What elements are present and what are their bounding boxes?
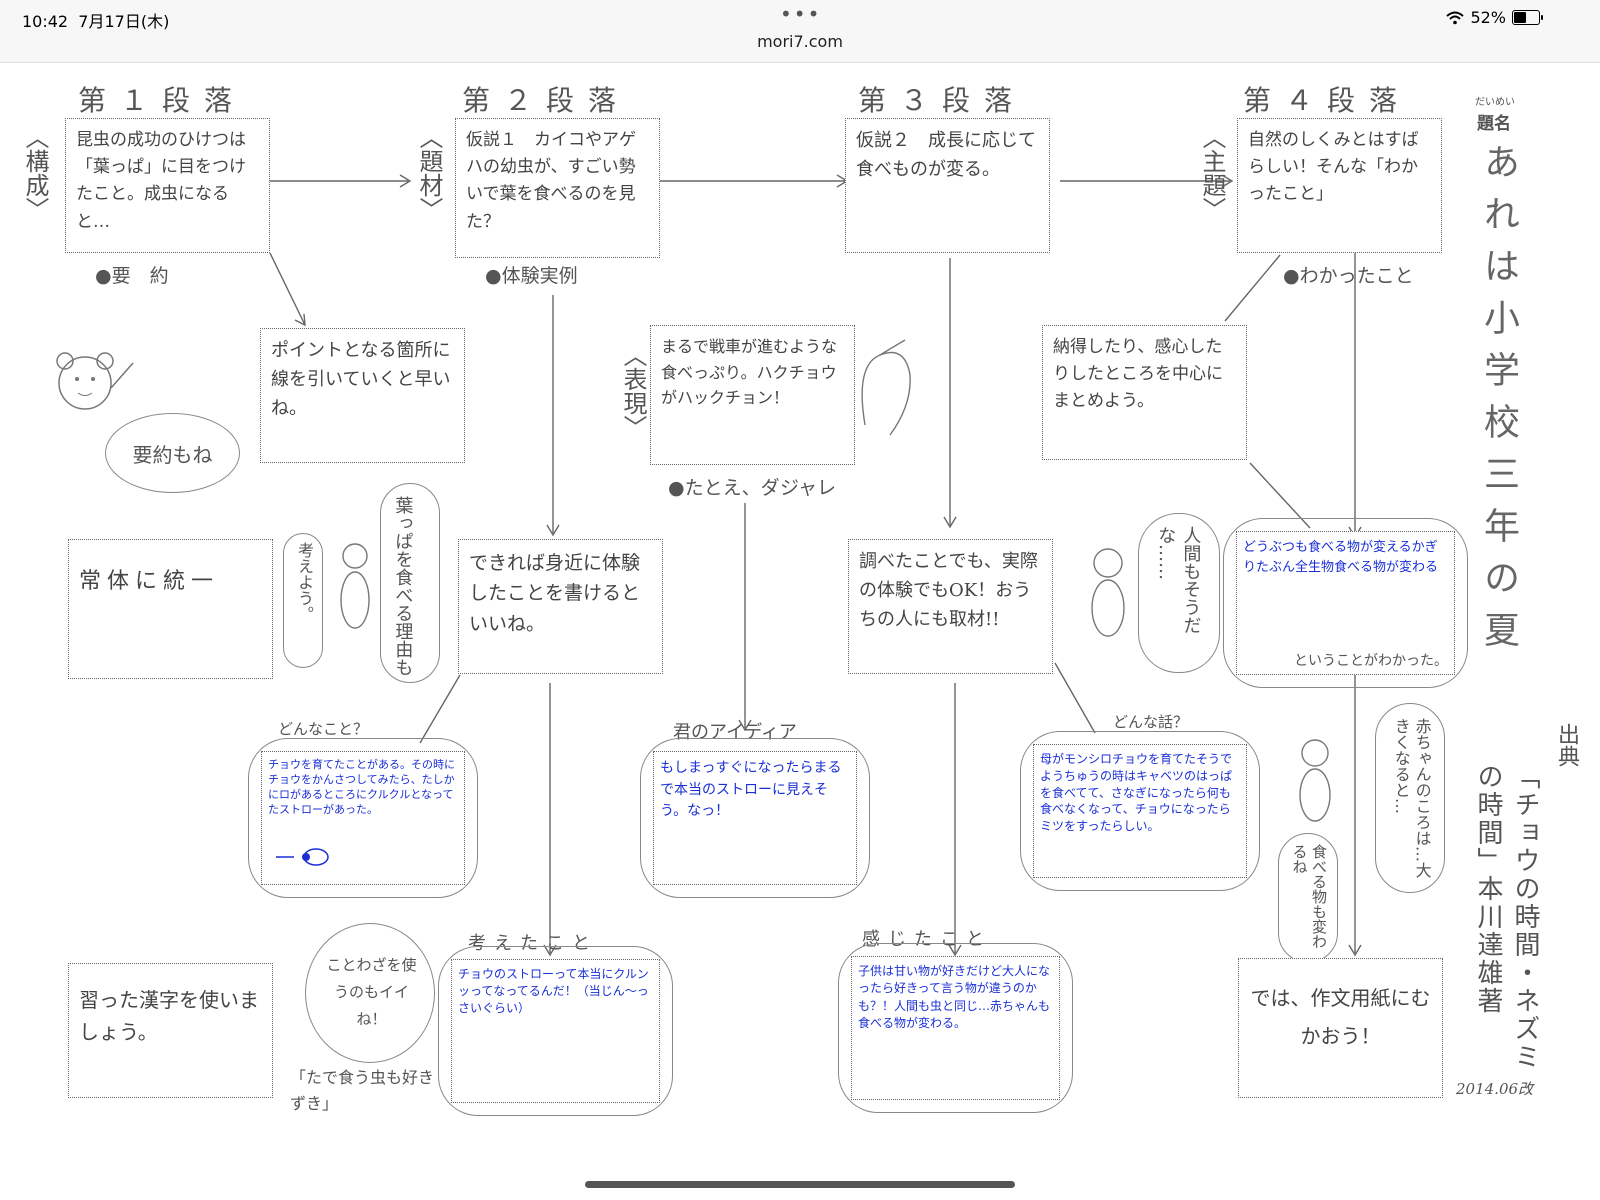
box-paragraph-4: 自然のしくみとはすばらしい！そんな「わかったこと」 <box>1237 118 1442 253</box>
status-right: 52% <box>1446 8 1543 27</box>
heading-paragraph-3: 第３段落 <box>858 84 1027 117</box>
answer-2: もしまっすぐになったらまるで本当のストローに見えそう。なっ！ <box>660 760 842 820</box>
bear-icon <box>56 352 134 410</box>
worksheet-page: 第１段落 第２段落 第３段落 第４段落 〈構成〉 〈題材〉 〈表現〉 〈主題〉 … <box>0 63 1600 1200</box>
answer-cloud-6: どうぶつも食べる物が変えるかぎりたぶん全生物食べる物が変わる ということがわかっ… <box>1223 518 1468 688</box>
box-paragraph-1: 昆虫の成功のひけつは「葉っぱ」に目をつけたこと。成虫になると… <box>65 118 270 253</box>
title-label: 題名 <box>1477 114 1511 134</box>
connector-lines <box>269 174 1362 957</box>
speech-kotowaza: ことわざを使うのもイイね！ <box>305 923 435 1063</box>
butterfly-icon <box>276 848 329 866</box>
bird-icon <box>861 339 911 436</box>
source-label: 出典 <box>1554 723 1579 767</box>
answer-box-4[interactable]: チョウのストローって本当にクルンッってなってるんだ！（当じん〜っさいぐらい） <box>451 959 660 1103</box>
title-ruby: だいめい <box>1475 97 1515 108</box>
heading-paragraph-1: 第１段落 <box>78 84 247 117</box>
answer-1: チョウを育てたことがある。その時にチョウをかんさつしてみたら、たしかにロがあると… <box>268 758 455 816</box>
box-point: ポイントとなる箇所に線を引いていくと早いね。 <box>260 328 465 463</box>
status-time: 10:42 7月17日(木) <box>22 12 170 31</box>
prompt-kanjita: 感じたこと <box>862 929 992 950</box>
answer-cloud-1: チョウを育てたことがある。その時にチョウをかんさつしてみたら、たしかにロがあると… <box>248 738 478 898</box>
wifi-icon <box>1446 11 1465 24</box>
battery-fill <box>1514 12 1527 23</box>
scroll-indicator[interactable] <box>585 1181 1015 1188</box>
answer-box-3[interactable]: 母がモンシロチョウを育てたそうでようちゅうの時はキャベツのはっぱを食べてて、さな… <box>1033 744 1247 878</box>
box-shirabe: 調べたことでも、実際の体験でもOK！おうちの人にも取材!! <box>848 539 1053 674</box>
essay-title: あれは小学校三年の夏 <box>1478 143 1519 663</box>
label-wakatta-koto: ●わかったこと <box>1283 265 1414 287</box>
answer-5: 子供は甘い物が好きだけど大人になったら好きって言う物が違うのかも？！人間も虫と同… <box>858 964 1051 1031</box>
browser-status-bar: 10:42 7月17日(木) ••• mori7.com 52% <box>0 0 1600 63</box>
box-paragraph-3: 仮説２ 成長に応じて食べものが変る。 <box>845 118 1050 253</box>
answer-box-5[interactable]: 子供は甘い物が好きだけど大人になったら好きって言う物が違うのかも？！人間も虫と同… <box>851 956 1060 1100</box>
box-joutai: 常体に統一 <box>68 539 273 679</box>
box-final: では、作文用紙にむかおう！ <box>1238 958 1443 1098</box>
address-url[interactable]: mori7.com <box>757 32 843 51</box>
box-kanji: 習った漢字を使いましょう。 <box>68 963 273 1098</box>
box-paragraph-2: 仮説１ カイコやアゲハの幼虫が、すごい勢いで葉を食べるのを見た？ <box>455 118 660 258</box>
answer-cloud-2: もしまっすぐになったらまるで本当のストローに見えそう。なっ！ <box>640 738 870 898</box>
frog-icon <box>1091 548 1125 637</box>
speech-ningen: 人間もそうだな…… <box>1138 513 1220 673</box>
box-taiken: できれば身近に体験したことを書けるといいね。 <box>458 539 663 674</box>
answer-cloud-3: 母がモンシロチョウを育てたそうでようちゅうの時はキャベツのはっぱを食べてて、さな… <box>1020 731 1260 891</box>
label-tatoe-dajare: ●たとえ、ダジャレ <box>668 477 837 499</box>
answer-box-1[interactable]: チョウを育てたことがある。その時にチョウをかんさつしてみたら、たしかにロがあると… <box>261 751 465 885</box>
speech-akachan: 赤ちゃんのころは…大きくなると… <box>1375 703 1445 893</box>
box-nattoku: 納得したり、感心したりしたところを中心にまとめよう。 <box>1042 325 1247 460</box>
prompt-kimi-idea: 君のアイディア <box>673 722 797 743</box>
label-kousei: 〈構成〉 <box>21 125 49 221</box>
prompt-kangaeta: 考えたこと <box>468 933 598 954</box>
wakatta-suffix: ということがわかった。 <box>1294 653 1448 669</box>
bug-icon <box>340 543 370 629</box>
answer-cloud-5: 子供は甘い物が好きだけど大人になったら好きって言う物が違うのかも？！人間も虫と同… <box>838 943 1073 1113</box>
label-hyougen: 〈表現〉 <box>619 343 647 439</box>
answer-4: チョウのストローって本当にクルンッってなってるんだ！（当じん〜っさいぐらい） <box>458 967 649 1015</box>
label-youyaku: ●要 約 <box>95 265 169 287</box>
answer-6: どうぶつも食べる物が変えるかぎりたぶん全生物食べる物が変わる <box>1243 540 1439 576</box>
speech-taberu: 食べる物も変わるね <box>1278 833 1338 963</box>
battery-percent: 52% <box>1470 8 1506 27</box>
heading-paragraph-4: 第４段落 <box>1243 84 1412 117</box>
label-daizai: 〈題材〉 <box>415 125 443 221</box>
proverb-tade: 「たで食う虫も好きずき」 <box>290 1068 435 1113</box>
prompt-donna-hanashi: どんな話？ <box>1113 713 1189 731</box>
answer-cloud-4: チョウのストローって本当にクルンッってなってるんだ！（当じん〜っさいぐらい） <box>438 946 673 1116</box>
label-shudai: 〈主題〉 <box>1198 125 1226 221</box>
speech-happa-riyuu: 葉っぱを食べる理由も <box>380 483 440 683</box>
label-taiken-jitsurei: ●体験実例 <box>485 265 578 287</box>
source-text: 「チョウの時間・ネズミの時間」本川達雄著 <box>1473 763 1540 1071</box>
answer-box-2[interactable]: もしまっすぐになったらまるで本当のストローに見えそう。なっ！ <box>653 751 857 885</box>
heading-paragraph-2: 第２段落 <box>462 84 631 117</box>
answer-box-6[interactable]: どうぶつも食べる物が変えるかぎりたぶん全生物食べる物が変わる ということがわかっ… <box>1236 531 1455 675</box>
speech-kangaeyou: 考えよう。 <box>283 533 323 668</box>
prompt-donna-koto: どんなこと？ <box>278 720 369 738</box>
answer-3: 母がモンシロチョウを育てたそうでようちゅうの時はキャベツのはっぱを食べてて、さな… <box>1040 752 1233 834</box>
box-expression: まるで戦車が進むような食べっぷり。ハクチョウがハックチョン！ <box>650 325 855 465</box>
speech-youyaku: 要約もね <box>105 413 240 493</box>
battery-icon <box>1512 10 1543 25</box>
source-date: 2014.06改 <box>1456 1080 1534 1098</box>
more-dots-icon[interactable]: ••• <box>780 2 822 26</box>
frog-icon-2 <box>1299 739 1331 822</box>
